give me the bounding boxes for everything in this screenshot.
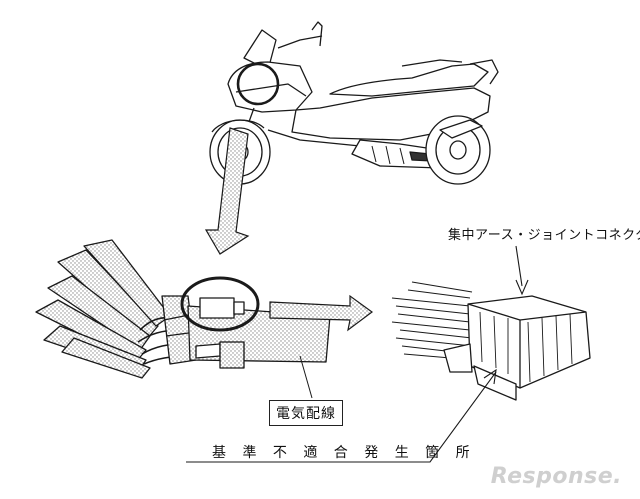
- down-arrow: [204, 127, 250, 255]
- defect-leader-line: [186, 371, 497, 463]
- right-arrow: [269, 294, 374, 332]
- connector-label: 集中アース・ジョイントコネクタ: [448, 228, 640, 243]
- defect-location-label: 基 準 不 適 合 発 生 箇 所: [212, 445, 476, 461]
- wire-harness-illustration: [35, 239, 331, 379]
- wiring-label: 電気配線: [269, 400, 343, 426]
- connector-label-leader: [515, 245, 523, 287]
- harness-highlight-ellipse: [180, 276, 260, 332]
- scooter-illustration: [209, 21, 499, 185]
- scooter-highlight-circle: [236, 62, 280, 106]
- response-watermark: Response.: [490, 464, 622, 489]
- joint-connector-illustration: [391, 281, 591, 401]
- wiring-leader-line: [299, 355, 313, 399]
